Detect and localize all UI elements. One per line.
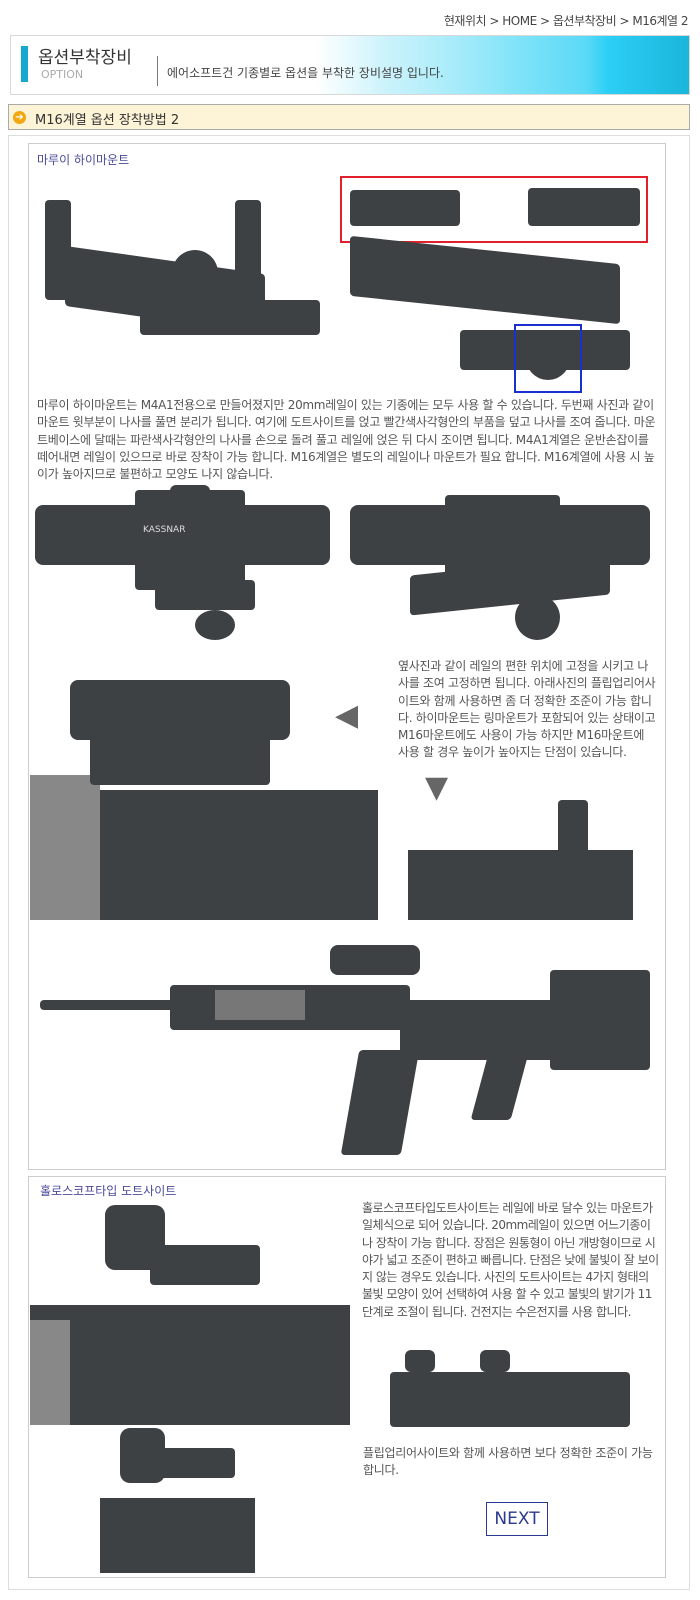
next-button[interactable]: NEXT	[486, 1502, 548, 1536]
accent-bar	[21, 46, 28, 82]
breadcrumb-label: 현재위치	[443, 14, 487, 28]
dot-sight-on-mount-photo: KASSNAR	[35, 480, 335, 650]
breadcrumb-options[interactable]: 옵션부착장비	[552, 14, 617, 28]
holo-sight-photo	[390, 1350, 635, 1430]
banner-subtitle: OPTION	[41, 68, 84, 81]
section-holo-sight	[28, 1176, 666, 1578]
breadcrumb-separator: >	[489, 14, 499, 28]
flip-up-sight-photo	[408, 790, 633, 920]
mount-base-photo	[350, 235, 640, 390]
flipup-note: 플립업리어사이트와 함께 사용하면 보다 정확한 조준이 가능 합니다.	[363, 1446, 653, 1478]
breadcrumb-separator: >	[619, 14, 630, 28]
holo-sight-on-rifle-photo	[30, 1200, 350, 1425]
page-title-text: M16계열 옵션 장착방법 2	[35, 113, 180, 128]
section-high-mount	[28, 143, 666, 1170]
mount-photo	[40, 200, 330, 340]
banner-title: 옵션부착장비	[38, 48, 132, 68]
scope-brand: KASSNAR	[143, 525, 186, 535]
holo-sight-with-flipup-photo	[100, 1428, 255, 1573]
blue-highlight-box	[514, 324, 582, 393]
red-highlight-box	[340, 176, 648, 243]
breadcrumb-current: M16계열 2	[632, 14, 688, 28]
breadcrumb-separator: >	[539, 14, 550, 28]
section-heading: 홀로스코프타입 도트사이트	[40, 1184, 177, 1198]
content-frame	[8, 135, 690, 1590]
holo-sight-description: 홀로스코프타입도트사이트는 레일에 바로 달수 있는 마운트가 일체식으로 되어…	[362, 1201, 659, 1319]
mount-side-text: 옆사진과 같이 레일의 편한 위치에 고정을 시키고 나사를 조여 고정하면 됩…	[398, 659, 656, 760]
arrow-circle-icon: ➔	[13, 111, 26, 124]
breadcrumb: 현재위치 > HOME > 옵션부착장비 > M16계열 2	[443, 12, 689, 29]
section-banner: 옵션부착장비 OPTION 에어소프트건 기종별로 옵션을 부착한 장비설명 입…	[10, 35, 690, 95]
dot-sight-side-photo	[350, 485, 655, 645]
arrow-left-icon: ◀	[335, 698, 359, 733]
high-mount-on-rifle-photo	[30, 675, 378, 920]
divider	[157, 56, 158, 86]
breadcrumb-home[interactable]: HOME	[502, 14, 537, 28]
arrow-down-icon: ▼	[425, 770, 449, 805]
rifle-with-high-mount-photo	[40, 940, 660, 1155]
section-heading: 마루이 하이마운트	[37, 153, 130, 167]
mount-description: 마루이 하이마운트는 M4A1전용으로 만들어졌지만 20mm레일이 있는 기종…	[37, 398, 656, 482]
banner-description: 에어소프트건 기종별로 옵션을 부착한 장비설명 입니다.	[167, 66, 444, 80]
page-title: ➔ M16계열 옵션 장착방법 2	[8, 104, 690, 130]
